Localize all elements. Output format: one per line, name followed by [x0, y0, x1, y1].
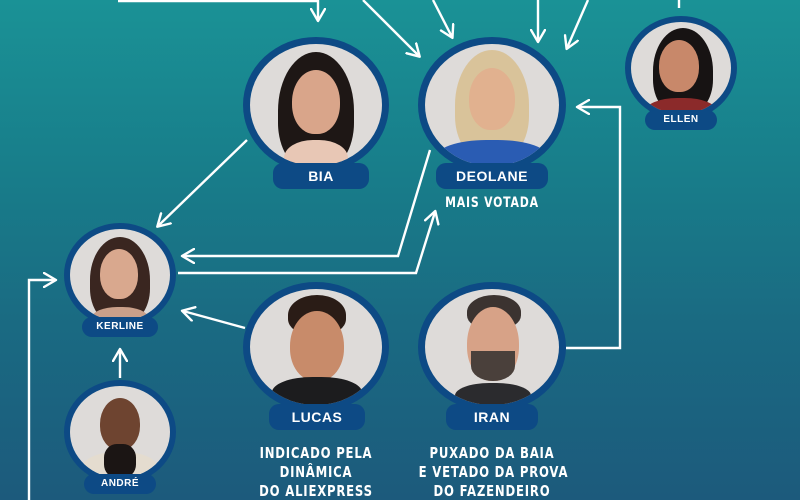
participant-kerline[interactable]: KERLINE: [64, 223, 178, 341]
name-label-bia: BIA: [273, 163, 369, 189]
avatar-kerline: [70, 229, 170, 321]
name-label-iran: IRAN: [446, 404, 538, 430]
name-label-ellen: ELLEN: [645, 110, 717, 130]
arrow-top-to-deolane-4: [567, 0, 590, 48]
name-label-lucas: LUCAS: [269, 404, 365, 430]
name-label-deolane: DEOLANE: [436, 163, 548, 189]
avatar-ellen: [631, 22, 731, 114]
arrow-bottomleft-to-kerline: [27, 280, 55, 500]
arrow-iran-to-deolane: [566, 107, 622, 350]
avatar-deolane: [425, 44, 559, 166]
caption-line: DO ALIEXPRESS: [259, 482, 373, 500]
arrow-topleft-to-bia: [118, 0, 318, 20]
participant-ellen[interactable]: ELLEN: [625, 16, 739, 132]
arrow-bia-to-kerline: [158, 139, 248, 226]
avatar-lucas: [250, 289, 382, 405]
caption-line: DO FAZENDEIRO: [433, 482, 551, 500]
caption-line: PUXADO DA BAIA: [429, 444, 555, 462]
caption-deolane: MAIS VOTADA: [445, 195, 539, 211]
caption-line: E VETADO DA PROVA: [418, 463, 569, 481]
avatar-bia: [250, 44, 382, 166]
arrow-lucas-to-kerline: [183, 311, 246, 330]
caption-line: DINÂMICA: [279, 463, 353, 481]
avatar-iran: [425, 289, 559, 405]
participant-bia[interactable]: BIA: [243, 37, 389, 193]
avatar-andre: [70, 386, 170, 478]
participant-andre[interactable]: ANDRÉ: [64, 380, 178, 498]
arrow-kerline-to-deolane: [178, 212, 435, 275]
participant-lucas[interactable]: LUCAS INDICADO PELA DINÂMICA DO ALIEXPRE…: [243, 282, 389, 500]
arrow-top-to-deolane-2: [431, 0, 452, 37]
name-label-andre: ANDRÉ: [84, 474, 156, 494]
participant-iran[interactable]: IRAN PUXADO DA BAIA E VETADO DA PROVA DO…: [418, 282, 569, 500]
name-label-kerline: KERLINE: [82, 317, 158, 337]
participant-deolane[interactable]: DEOLANE MAIS VOTADA: [418, 37, 566, 227]
caption-line: INDICADO PELA: [259, 444, 373, 462]
